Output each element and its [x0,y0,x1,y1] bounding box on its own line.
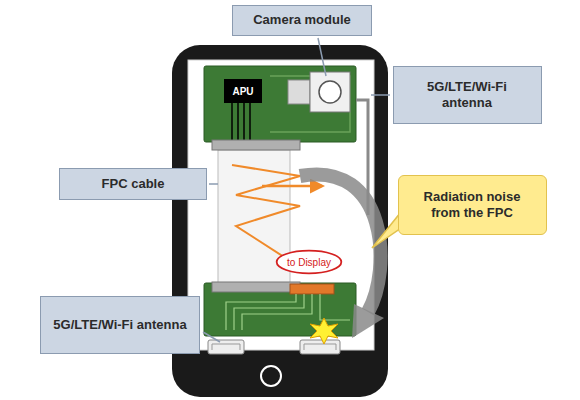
callout-box: 5G/LTE/Wi-Fi antenna [40,296,200,354]
camera-connector [288,80,310,104]
noise-arrow [262,185,322,188]
camera-lens [319,81,341,103]
antenna [300,340,340,354]
node-text: Radiation noise from the FPC [413,189,532,222]
phone-screen [188,60,374,350]
interference-burst [310,318,338,344]
node-text: FPC cable [102,176,165,192]
fpc-connector [212,282,300,292]
display-connector [290,284,334,294]
phone-body [172,45,388,397]
fpc-connector [212,140,300,150]
antenna-pattern [304,344,336,350]
node-text: 5G/LTE/Wi-Fi antenna [53,317,186,333]
board-traces [226,294,350,330]
node-text: to Display [287,257,331,268]
camera-body [310,72,350,112]
node-text: APU [232,86,253,97]
chip-box: APU [224,79,262,103]
node-text: 5G/LTE/Wi-Fi antenna [404,79,531,112]
noise-zigzag [232,165,300,266]
noise-path-arrow [300,174,381,312]
arrowhead [352,304,384,338]
leader-lines [203,38,390,342]
callout-box: 5G/LTE/Wi-Fi antenna [393,66,542,124]
note-callout: Radiation noise from the FPC [398,175,547,235]
callout-tail [372,212,401,248]
main-board [204,66,356,142]
label-ellipse: to Display [276,250,342,274]
antenna-pattern [212,344,240,350]
callout-box: Camera module [232,5,372,36]
antenna [208,340,244,354]
home-button [261,366,281,386]
node-text: Camera module [253,12,351,28]
apu-wires [232,103,250,141]
callout-box: FPC cable [59,168,207,200]
